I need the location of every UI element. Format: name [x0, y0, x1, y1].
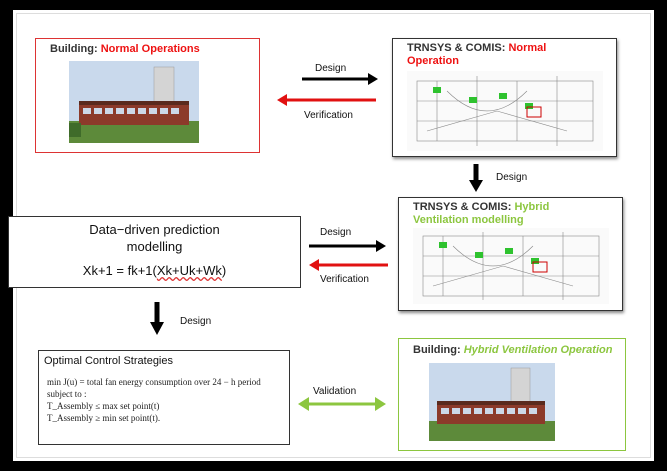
design-arrow-2: [469, 164, 483, 192]
design-arrow-1: [302, 73, 378, 85]
building-hybrid-photo: [429, 363, 555, 441]
verification-label-1: Verification: [304, 110, 353, 121]
validation-label: Validation: [313, 386, 357, 397]
design-arrow-3: [309, 240, 386, 252]
building-photo: [69, 61, 199, 143]
building-hybrid-title: Building: Hybrid Ventilation Operation: [413, 344, 613, 356]
building-normal-title: Building: Normal Operations: [50, 43, 200, 55]
trnsys-schematic-hybrid: [413, 228, 609, 304]
verification-label-2: Verification: [320, 274, 369, 285]
design-arrow-4: [150, 302, 164, 335]
building-hybrid-box: Building: Hybrid Ventilation Operation: [398, 338, 626, 451]
prediction-equation: Xk+1 = fk+1(Xk+Uk+Wk): [82, 263, 227, 278]
optimal-control-box: Optimal Control Strategies min J(u) = to…: [38, 350, 290, 445]
building-normal-box: Building: Normal Operations: [35, 38, 260, 153]
verification-arrow-2: [309, 259, 388, 271]
constraint-max-line: T_Assembly ≤ max set point(t): [47, 401, 160, 411]
design-label-3: Design: [320, 227, 352, 238]
design-label-1: Design: [315, 63, 347, 74]
objective-line: min J(u) = total fan energy consumption …: [47, 377, 261, 387]
subject-to-line: subject to :: [47, 389, 87, 399]
optimal-control-title: Optimal Control Strategies: [44, 355, 173, 367]
validation-arrow: [298, 397, 386, 411]
design-label-2: Design: [496, 172, 528, 183]
verification-arrow-1: [277, 94, 376, 106]
design-label-4: Design: [180, 316, 212, 327]
trnsys-schematic-normal: [407, 71, 603, 151]
constraint-min-line: T_Assembly ≥ min set point(t).: [47, 413, 161, 423]
